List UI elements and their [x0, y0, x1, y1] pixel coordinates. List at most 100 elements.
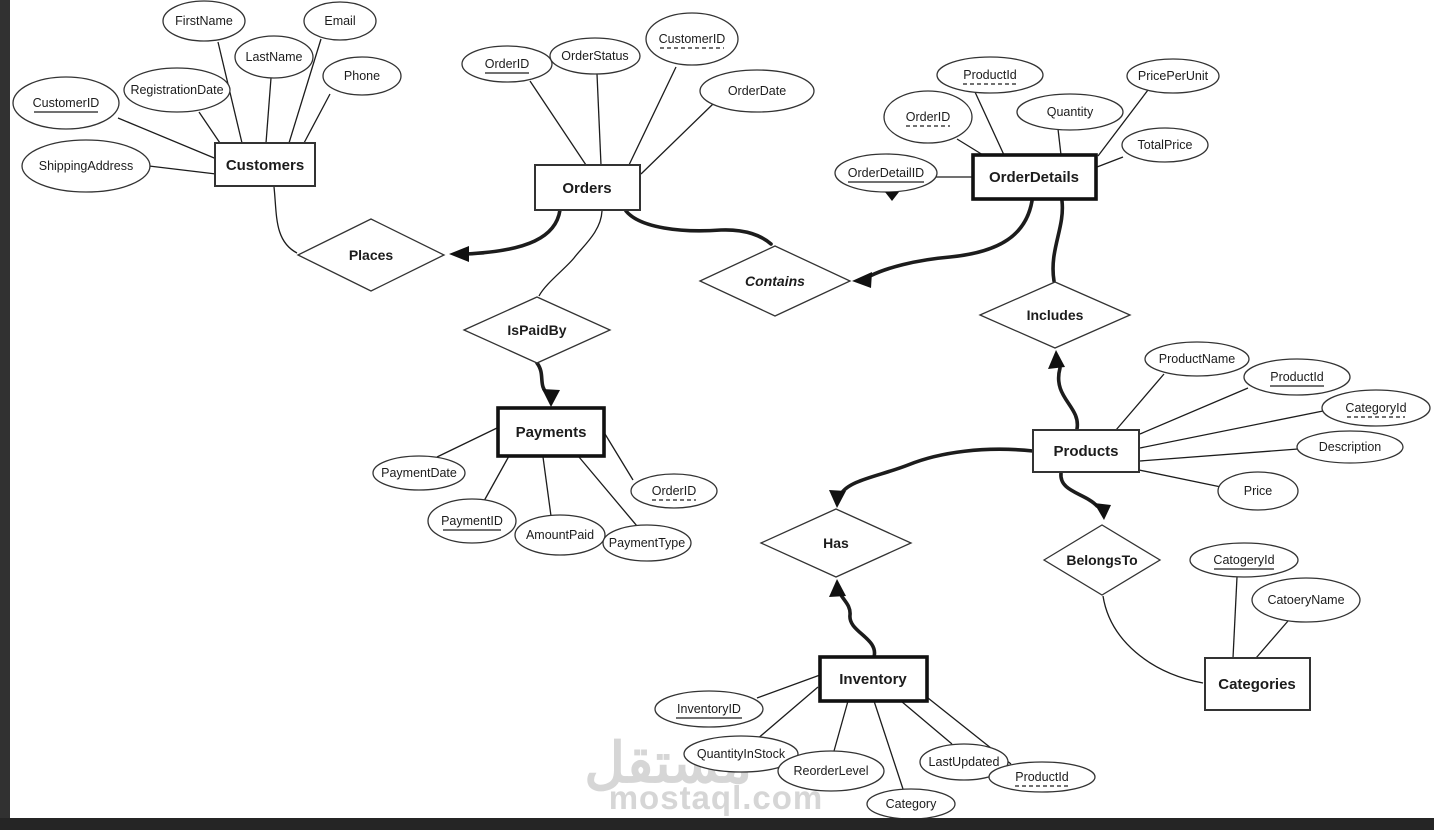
- relationship-places-shape: [296, 218, 446, 292]
- attribute-customers-customerid-label: CustomerID: [33, 96, 100, 110]
- attribute-inventory-reorderlevel-label: ReorderLevel: [793, 764, 868, 778]
- relationship-places: Places: [296, 218, 446, 292]
- attribute-payments-orderid-label: OrderID: [652, 484, 696, 498]
- attribute-customers-lastname-label: LastName: [246, 50, 303, 64]
- attribute-customers-shippingaddress-shape: [21, 139, 151, 193]
- attribute-customers-phone-shape: [322, 56, 402, 96]
- attribute-inventory-inventoryid-label: InventoryID: [677, 702, 741, 716]
- connector-payments-paymenttype: [578, 456, 638, 527]
- attribute-orders-orderdate-label: OrderDate: [728, 84, 786, 98]
- attribute-inventory-lastupdated: LastUpdated: [919, 743, 1009, 781]
- entity-customers-label: Customers: [226, 157, 304, 174]
- arrowhead-orderdetails-contains: [852, 272, 872, 288]
- connector-orders-ispaidby: [538, 210, 603, 297]
- attribute-inventory-productid-shape: [988, 761, 1096, 793]
- relationship-has-shape: [759, 508, 913, 578]
- connector-inventory-category: [873, 700, 904, 790]
- attribute-payments-paymenttype: PaymentType: [602, 524, 692, 562]
- connector-products-belongsto: [1059, 471, 1099, 508]
- watermark-site-text: mostaql.com: [609, 779, 824, 816]
- relationship-includes: Includes: [978, 281, 1132, 349]
- attribute-inventory-productid-label: ProductId: [1015, 770, 1069, 784]
- attribute-customers-registrationdate-shape: [123, 67, 231, 113]
- connector-orders-contains: [624, 209, 773, 246]
- attribute-inventory-category-label: Category: [886, 797, 937, 811]
- attribute-orderdetails-quantity-label: Quantity: [1047, 105, 1094, 119]
- connector-payments-paymentdate: [436, 427, 498, 458]
- connector-payments-amountpaid: [542, 456, 552, 517]
- entity-orderdetails-label: OrderDetails: [989, 169, 1079, 186]
- attribute-inventory-lastupdated-shape: [919, 743, 1009, 781]
- connector-customers-shippingaddress: [148, 165, 217, 175]
- relationship-contains-label: Contains: [745, 273, 805, 289]
- attribute-orders-orderid: OrderID: [461, 45, 553, 83]
- attribute-categories-catoeryname-label: CatoeryName: [1267, 593, 1344, 607]
- connector-orderdetails-totalprice: [1096, 156, 1124, 168]
- entity-inventory: Inventory: [818, 655, 929, 703]
- entity-orderdetails-box: [971, 153, 1098, 201]
- attribute-orders-customerid: CustomerID: [645, 12, 739, 66]
- attribute-customers-lastname: LastName: [234, 35, 314, 79]
- attribute-customers-phone: Phone: [322, 56, 402, 96]
- attribute-customers-phone-label: Phone: [344, 69, 380, 83]
- attribute-customers-email-shape: [303, 1, 377, 41]
- relationship-ispaidby-label: IsPaidBy: [507, 322, 566, 338]
- relationship-contains-shape: [698, 245, 852, 317]
- attribute-payments-amountpaid-shape: [514, 514, 606, 556]
- attribute-customers-email: Email: [303, 1, 377, 41]
- attribute-categories-catogeryid-label: CatogeryId: [1213, 553, 1274, 567]
- connector-categories-catogeryid: [1232, 576, 1238, 659]
- attribute-inventory-category: Category: [866, 788, 956, 820]
- attribute-customers-firstname-shape: [162, 0, 246, 42]
- attribute-products-price-label: Price: [1244, 484, 1273, 498]
- entity-orderdetails: OrderDetails: [971, 153, 1098, 201]
- relationship-has: Has: [759, 508, 913, 578]
- attribute-orders-orderstatus-label: OrderStatus: [561, 49, 628, 63]
- connector-products-productid: [1139, 387, 1249, 435]
- connector-orders-orderid: [529, 80, 587, 166]
- attribute-categories-catogeryid: CatogeryId: [1189, 542, 1299, 578]
- attribute-orderdetails-orderdetailid: OrderDetailID: [834, 153, 938, 201]
- connector-products-has: [839, 447, 1035, 496]
- attribute-orders-customerid-label: CustomerID: [659, 32, 726, 46]
- attribute-products-description-label: Description: [1319, 440, 1382, 454]
- attribute-products-description-shape: [1296, 430, 1404, 464]
- connector-inventory-quantityinstock: [755, 686, 819, 741]
- connector-customers-phone: [303, 93, 331, 144]
- attribute-orderdetails-totalprice: TotalPrice: [1121, 127, 1209, 163]
- attribute-inventory-reorderlevel-shape: [777, 750, 885, 792]
- attribute-orderdetails-priceperunit-shape: [1126, 58, 1220, 94]
- attribute-orders-orderid-shape: [461, 45, 553, 83]
- attribute-customers-shippingaddress: ShippingAddress: [21, 139, 151, 193]
- left-frame-bar: [0, 0, 10, 830]
- entity-inventory-label: Inventory: [839, 671, 907, 688]
- connector-products-description: [1139, 448, 1299, 462]
- relationship-belongsto-shape: [1042, 524, 1162, 596]
- arrowhead-ispaidby-payments: [542, 389, 560, 407]
- entity-products-label: Products: [1053, 443, 1118, 460]
- attribute-orderdetails-priceperunit: PricePerUnit: [1126, 58, 1220, 94]
- connector-customers-lastname: [265, 77, 272, 144]
- connector-payments-paymentid: [483, 455, 510, 502]
- attribute-payments-orderid: OrderID: [630, 473, 718, 509]
- entity-products-box: [1032, 429, 1140, 473]
- arrowhead-orders-places: [449, 246, 469, 262]
- connector-orders-orderdate: [640, 103, 714, 175]
- entity-products: Products: [1032, 429, 1140, 473]
- connector-inventory-has: [838, 591, 877, 659]
- attribute-orders-orderdate: OrderDate: [699, 69, 815, 113]
- entity-payments-label: Payments: [516, 424, 587, 441]
- attribute-inventory-reorderlevel: ReorderLevel: [777, 750, 885, 792]
- entity-payments-box: [496, 406, 606, 458]
- attribute-payments-paymentdate-shape: [372, 455, 466, 491]
- attribute-customers-firstname: FirstName: [162, 0, 246, 42]
- attribute-orderdetails-orderid-label: OrderID: [906, 110, 950, 124]
- connector-orders-places: [464, 208, 562, 256]
- attribute-orderdetails-priceperunit-label: PricePerUnit: [1138, 69, 1209, 83]
- attribute-orderdetails-productid-label: ProductId: [963, 68, 1017, 82]
- attribute-orders-orderid-label: OrderID: [485, 57, 529, 71]
- attribute-inventory-inventoryid: InventoryID: [654, 690, 764, 728]
- attribute-products-price: Price: [1217, 471, 1299, 511]
- entity-categories-box: [1204, 657, 1311, 711]
